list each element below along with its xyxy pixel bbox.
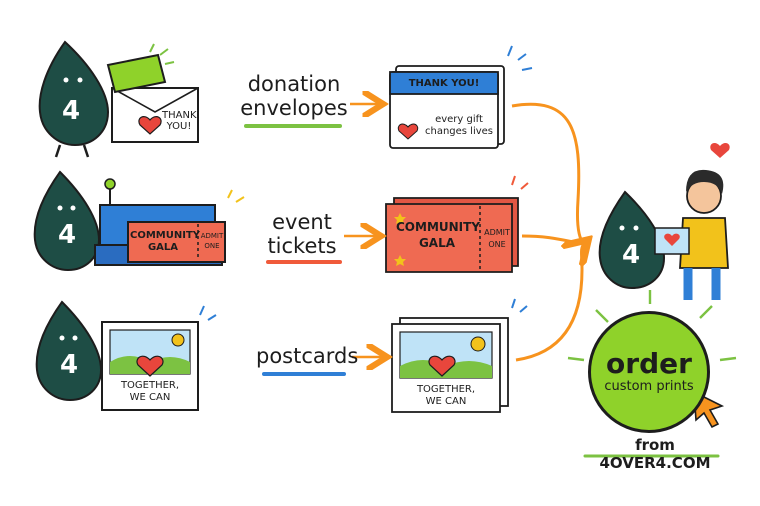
heart-icon	[138, 116, 162, 135]
printer-ticket-line2: GALA	[147, 242, 179, 253]
mascot-number-row3: 4	[59, 350, 79, 380]
recipient-group	[598, 143, 730, 300]
printer-ticket-stub1: ADMIT	[200, 232, 224, 240]
printer-ticket-stub2: ONE	[204, 242, 220, 250]
product-postcard-line2: WE CAN	[425, 396, 467, 407]
product-ticket-stub1: ADMIT	[484, 228, 510, 237]
envelope-icon	[111, 87, 199, 143]
mascot-number-row1: 4	[61, 96, 81, 126]
site-link[interactable]: from 4OVER4.COM	[599, 436, 711, 472]
product-envelope-line2: changes lives	[424, 126, 494, 137]
mascot-number-row2: 4	[57, 220, 77, 250]
underline-envelopes	[244, 124, 342, 128]
product-postcard-line1: TOGETHER,	[416, 384, 476, 395]
product-envelope-line1: every gift	[435, 114, 483, 125]
product-ticket-line2: GALA	[418, 236, 456, 250]
mascot-drop-icon	[33, 170, 101, 272]
row3-mascot-group	[35, 300, 217, 411]
product-ticket-stub2: ONE	[488, 240, 506, 249]
row3-product-postcard	[391, 298, 528, 413]
underline-tickets	[266, 260, 342, 264]
label-donation: donation	[247, 72, 341, 96]
mascot-number-recipient: 4	[621, 240, 641, 270]
row2-product-ticket	[385, 175, 529, 273]
row1-product-envelope	[389, 45, 533, 149]
row2-mascot-group	[33, 170, 245, 272]
ticket-icon	[127, 221, 226, 263]
product-ticket-line1: COMMUNITY	[396, 220, 481, 234]
product-envelope-flap-text: THANK YOU!	[408, 78, 480, 89]
envelope-thank-you: THANK YOU!	[162, 110, 197, 132]
label-tickets: tickets	[267, 234, 337, 258]
label-event: event	[272, 210, 332, 234]
label-envelopes: envelopes	[240, 96, 348, 120]
cta-sub-text: custom prints	[604, 379, 694, 394]
label-postcards: postcards	[256, 344, 359, 368]
order-custom-prints-button[interactable]: order custom prints	[588, 311, 710, 433]
cta-main-text: order	[606, 347, 692, 380]
underline-postcards	[262, 372, 346, 376]
flow-line-tickets	[521, 234, 585, 246]
row1-mascot-group	[38, 40, 199, 158]
mascot-postcard-line1: TOGETHER,	[120, 380, 180, 391]
mascot-drop-icon	[35, 300, 103, 402]
flow-line-envelopes	[511, 102, 586, 246]
printer-ticket-line1: COMMUNITY	[130, 230, 201, 241]
mascot-postcard-line2: WE CAN	[129, 392, 171, 403]
mascot-drop-icon	[38, 40, 110, 147]
flow-line-postcards	[515, 244, 584, 362]
